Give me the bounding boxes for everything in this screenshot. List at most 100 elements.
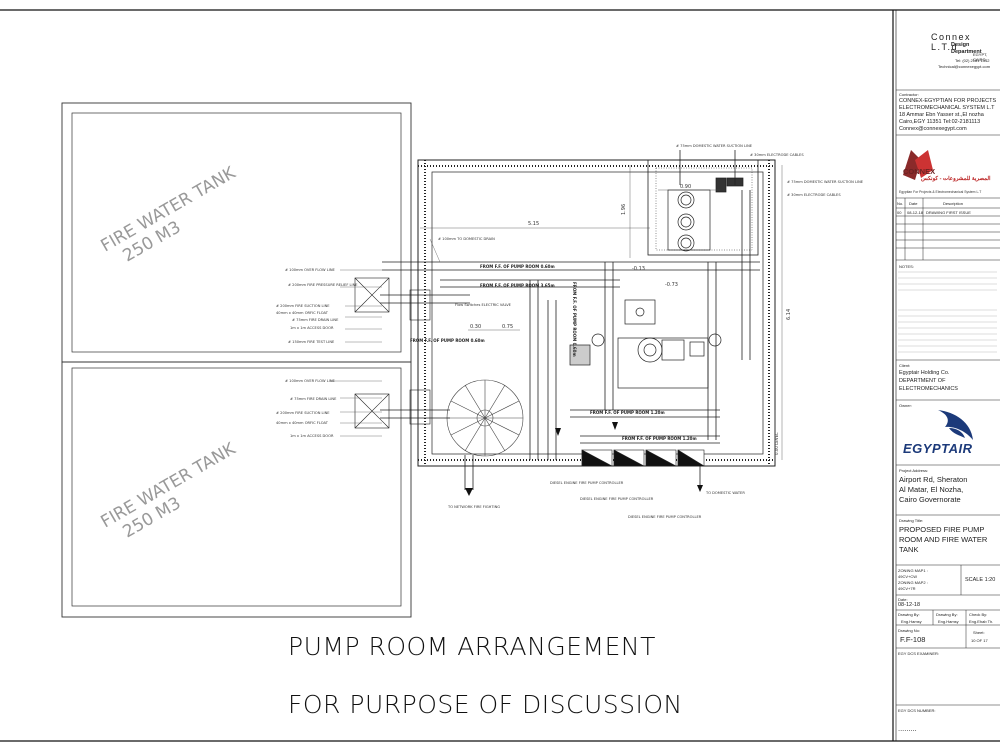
connex-logo-arabic: المصرية للمشروعات - كونكس [921, 176, 991, 182]
rev-desc: DRAWING FIRST ISSUE [926, 210, 971, 215]
caption-line-1: PUMP ROOM ARRANGEMENT [288, 632, 656, 661]
rev-header-desc: Description [943, 201, 964, 206]
label-suction-1: # 200mm FIRE SUCTION LINE [276, 304, 330, 308]
flow-arrows [465, 422, 703, 496]
label-electrode-right: # 30mm ELECTRODE CABLES [787, 193, 841, 197]
company-address: EGYPT, CAIRO [973, 52, 988, 62]
label-overflow-2: # 100mm OVER FLOW LINE [285, 379, 336, 383]
level-top: -0.73 [665, 282, 678, 288]
label-pf2: FROM F.F. OF PUMP ROOM 3.65m [480, 283, 555, 288]
company-dept: Design Department [951, 42, 982, 55]
zoning-line-3: ZONING MAP2 : [898, 580, 928, 585]
contractor-line-5: Connex@connexegypt.com [899, 126, 967, 132]
label-access-1: 1m x 1m ACCESS DOOR [290, 326, 334, 330]
zoning-line-2: 49CV+CW [898, 574, 918, 579]
label-drain-1: # 75mm FIRE DRAIN LINE [292, 318, 339, 322]
dim-075: 0.75 [502, 324, 513, 330]
drawing-title-line-2: ROOM AND FIRE WATER [899, 535, 988, 544]
leader-lines [330, 238, 441, 437]
date-heading: Date: [898, 597, 908, 602]
label-controller-2: DIESEL ENGINE FIRE PUMP CONTROLLER [580, 497, 654, 501]
tank-manholes [354, 277, 431, 429]
project-line-3: Cairo Governorate [899, 495, 961, 504]
label-fire-fighting: TO NETWORK FIRE FIGHTING [447, 505, 500, 509]
company-name: Connex L.T.d [931, 32, 972, 52]
contractor-line-3: 18 Ammar Ebn Yasser st.,El nozha [899, 112, 984, 118]
dim-196: 1.96 [621, 204, 627, 215]
drawing-title-heading: Drawing Title: [899, 518, 924, 523]
caption-line-2: FOR PURPOSE OF DISCUSSION [288, 690, 683, 719]
connex-logo-text: CONNEX [903, 167, 936, 176]
dcs-number-dots: ......... [898, 724, 917, 733]
contractor-heading: Contractor: [899, 92, 919, 97]
dim-515: 5.15 [528, 221, 539, 227]
label-pf4: FROM F.F. OF PUMP ROOM 1.20m [590, 410, 665, 415]
drawing-no-heading: Drawing No: [898, 628, 921, 633]
label-suction-2: # 200mm FIRE SUCTION LINE [276, 411, 330, 415]
drawn-by-value: Eng.Hamsy [901, 619, 922, 624]
label-electrode: # 30mm ELECTRODE CABLES [750, 153, 804, 157]
label-controller-3: DIESEL ENGINE FIRE PUMP CONTROLLER [628, 515, 702, 519]
spiral-stairs [446, 379, 524, 457]
owner-logo-text: EGYPTAIR [903, 441, 973, 456]
drawing-no-value: F.F-108 [900, 635, 926, 644]
label-overflow-1: # 100mm OVER FLOW LINE [285, 268, 336, 272]
fire-water-tank-top: FIRE WATER TANK 250 M3 [61, 102, 412, 363]
fire-pumps [569, 299, 722, 389]
label-pf1: FROM F.F. OF PUMP ROOM 0.60m [480, 264, 555, 269]
label-pf5: FROM F.F. OF PUMP ROOM 1.20m [622, 436, 697, 441]
label-pf6: FROM F.F. OF PUMP ROOM 0.60m [572, 282, 577, 357]
checked-heading: Drawing By: [936, 612, 958, 617]
date-value: 08-12-18 [898, 602, 921, 608]
scale: SCALE 1:20 [965, 577, 996, 583]
check-value: Eng.Ehab Th. [969, 619, 994, 624]
egyptair-logo-mark [938, 410, 973, 440]
dcs-number-label: EGY DCS NUMBER: [898, 708, 936, 713]
sheet-heading: Sheet: [973, 630, 985, 635]
label-drain-2: # 75mm FIRE DRAIN LINE [290, 397, 337, 401]
connex-logo-sub: Egyptian For Projects & Electromechanica… [899, 190, 982, 194]
examiner-label: EGY DCS EXAMINER: [898, 651, 940, 656]
rev-header-no: No. [897, 201, 904, 206]
checked-value: Eng.Hamsy [938, 619, 959, 624]
project-line-2: Al Matar, El Nozha, [899, 485, 964, 494]
client-line-2: DEPARTMENT OF [899, 378, 946, 384]
drawing-title-line-3: TANK [899, 545, 919, 554]
label-pf3: FROM F.F. OF PUMP ROOM 0.60m [410, 338, 485, 343]
contractor-line-4: Cairo,EGY 11351 Tel:02-2181113 [899, 119, 981, 125]
project-line-1: Airport Rd, Sheraton [899, 475, 968, 484]
client-line-1: Egyptair Holding Co. [899, 370, 950, 376]
label-domestic-drain: # 100mm TO DOMESTIC DRAIN [438, 237, 495, 241]
dim-090: 0.90 [680, 184, 691, 190]
fire-water-tank-bottom: FIRE WATER TANK 250 M3 [61, 361, 412, 618]
contractor-line-2: ELECTROMECHANICAL SYSTEM L.T [899, 105, 995, 111]
company-email: Technical@connexegypt.com [938, 64, 991, 69]
company-tel: Tel: (02) 2181 1342 [955, 58, 990, 63]
connex-logo-mark [903, 150, 933, 180]
dim-614: 6.14 [786, 309, 792, 320]
label-pressure-relief: # 200mm FIRE PRESSURE RELIEF LINE [288, 283, 358, 287]
drawn-by-heading: Drawing By: [898, 612, 920, 617]
zoning-line-4: 49CV+7R [898, 586, 916, 591]
level-mid: -0.13 [632, 266, 645, 272]
rev-no: 00 [897, 210, 902, 215]
title-block: Connex L.T.d Design Department EGYPT, CA… [893, 10, 1000, 742]
contractor-line-1: CONNEX-EGYPTIAN FOR PROJECTS [899, 98, 997, 104]
label-domestic-water: TO DOMESTIC WATER [705, 491, 745, 495]
pump-room [417, 159, 776, 467]
notes-heading: NOTES: [899, 264, 914, 269]
label-test-line: # 150mm FIRE TEST LINE [288, 340, 335, 344]
client-line-3: ELECTROMECHANICS [899, 386, 958, 392]
sheet-value: 10 OF 17 [971, 638, 988, 643]
pipe-network [380, 150, 760, 490]
label-flow-switch: Flow Switches ELECTRIC VALVE [455, 303, 512, 307]
label-float-2: 40mm x 40mm ORFIC FLOAT [276, 421, 329, 425]
label-top-suction: # 75mm DOMESTIC WATER SUCTION LINE [676, 144, 753, 148]
rev-header-date: Date [909, 201, 918, 206]
drawing-title-line-1: PROPOSED FIRE PUMP [899, 525, 985, 534]
label-top-suction-right: # 75mm DOMESTIC WATER SUCTION LINE [787, 180, 864, 184]
client-heading: Client: [899, 363, 911, 368]
check-heading: Check By: [969, 612, 988, 617]
project-heading: Project Address: [899, 468, 929, 473]
